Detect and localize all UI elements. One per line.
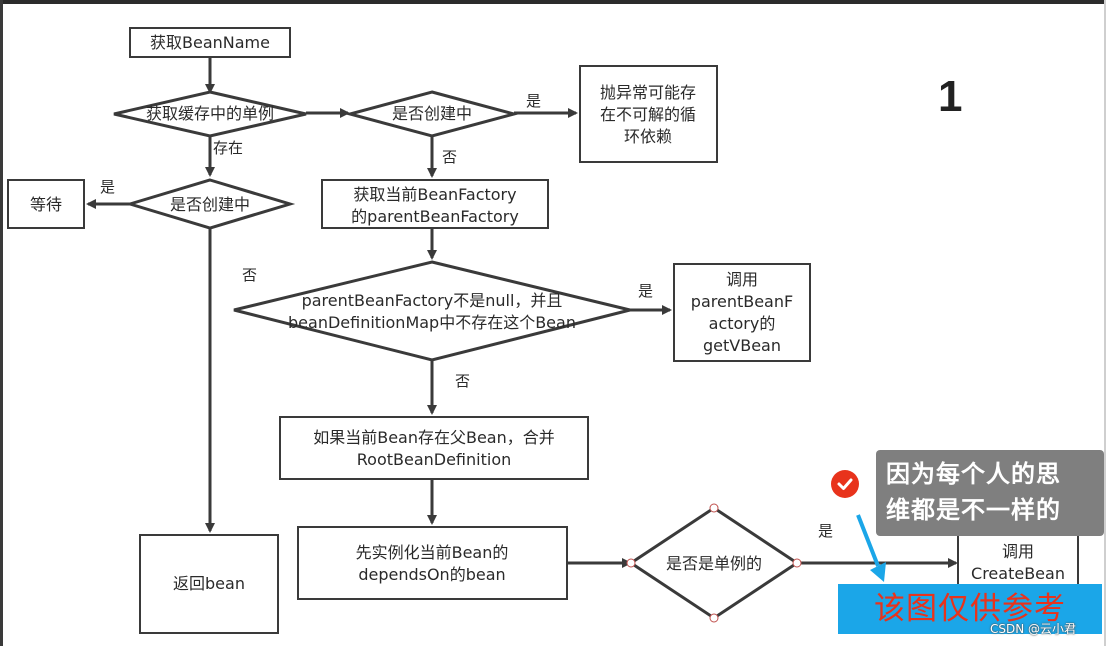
- comment-line-1: 因为每个人的思: [886, 460, 1061, 488]
- node-texts: 获取BeanName 获取缓存中的单例 是否创建中 抛异常可能存 在不可解的循 …: [30, 33, 1065, 593]
- comment-line-2: 维都是不一样的: [886, 496, 1061, 524]
- throw-exception-line-1: 抛异常可能存: [600, 83, 696, 102]
- return-bean-label: 返回bean: [173, 574, 245, 593]
- cache-singleton-diamond: [113, 90, 307, 138]
- window-left-border: [0, 0, 3, 646]
- parent-check-diamond: [233, 260, 631, 362]
- comment-note: [876, 450, 1104, 536]
- label-yes-throw: 是: [526, 92, 541, 110]
- call-parent-line-2: parentBeanF: [691, 292, 793, 311]
- process-boxes: [7, 27, 1079, 634]
- is-creating-left-label: 是否创建中: [170, 195, 250, 214]
- handle-top: [709, 503, 719, 513]
- call-parent-line-4: getVBean: [703, 336, 781, 355]
- return-bean-box: [139, 534, 279, 634]
- page-number: 1: [938, 72, 963, 121]
- create-bean-line-1: 调用: [1002, 542, 1034, 561]
- throw-exception-line-2: 在不可解的循: [600, 105, 696, 124]
- parent-check-line-2: beanDefinitionMap中不存在这个Bean: [288, 313, 576, 332]
- is-creating-left-diamond: [124, 178, 296, 230]
- call-create-bean-box: [957, 530, 1079, 592]
- label-yes-wait: 是: [100, 178, 115, 196]
- csdn-watermark: CSDN @云小君: [990, 622, 1077, 636]
- comment-note-text: 因为每个人的思 维都是不一样的: [886, 456, 1100, 528]
- merge-line-1: 如果当前Bean存在父Bean，合并: [313, 428, 555, 447]
- label-no-left: 否: [242, 266, 257, 284]
- depends-on-line-1: 先实例化当前Bean的: [356, 543, 509, 562]
- handle-right: [792, 558, 802, 568]
- get-bean-name-box: [129, 27, 291, 58]
- call-parent-get-bean-box: [673, 263, 811, 362]
- parent-factory-line-1: 获取当前BeanFactory: [353, 185, 516, 204]
- depends-on-line-2: dependsOn的bean: [358, 565, 505, 584]
- get-parent-factory-box: [321, 179, 549, 229]
- instantiate-depends-on-box: [297, 526, 568, 600]
- parent-check-line-1: parentBeanFactory不是null，并且: [302, 291, 563, 310]
- get-bean-name-label: 获取BeanName: [150, 33, 270, 52]
- window-right-border: [1104, 0, 1106, 646]
- decision-diamonds: [113, 90, 800, 620]
- handle-bottom: [709, 613, 719, 623]
- label-no-top: 否: [442, 148, 457, 166]
- is-creating-top-label: 是否创建中: [392, 104, 472, 123]
- edge-labels: 存在 是 是 否 否 是 否 是: [100, 92, 833, 540]
- call-parent-line-1: 调用: [726, 270, 758, 289]
- wait-box: [7, 179, 85, 229]
- label-yes-parent: 是: [638, 282, 653, 300]
- throw-exception-box: [579, 65, 718, 163]
- wait-label: 等待: [30, 195, 62, 214]
- disclaimer-banner: 该图仅供参考: [838, 584, 1102, 634]
- label-no-parent: 否: [455, 372, 470, 390]
- parent-factory-line-2: 的parentBeanFactory: [351, 207, 519, 226]
- merge-root-definition-box: [279, 416, 589, 480]
- label-yes-singleton: 是: [818, 522, 833, 540]
- window-top-border: [0, 0, 1106, 4]
- merge-line-2: RootBeanDefinition: [357, 450, 512, 469]
- cache-singleton-label: 获取缓存中的单例: [146, 104, 274, 123]
- throw-exception-line-3: 环依赖: [624, 127, 672, 146]
- call-parent-line-3: actory的: [709, 314, 776, 333]
- create-bean-line-2: CreateBean: [971, 564, 1065, 583]
- is-singleton-label: 是否是单例的: [666, 554, 762, 573]
- label-exists: 存在: [213, 139, 243, 157]
- is-creating-top-diamond: [344, 90, 520, 138]
- handle-left: [626, 558, 636, 568]
- check-icon: [831, 470, 859, 498]
- diamond-handles: [626, 503, 802, 623]
